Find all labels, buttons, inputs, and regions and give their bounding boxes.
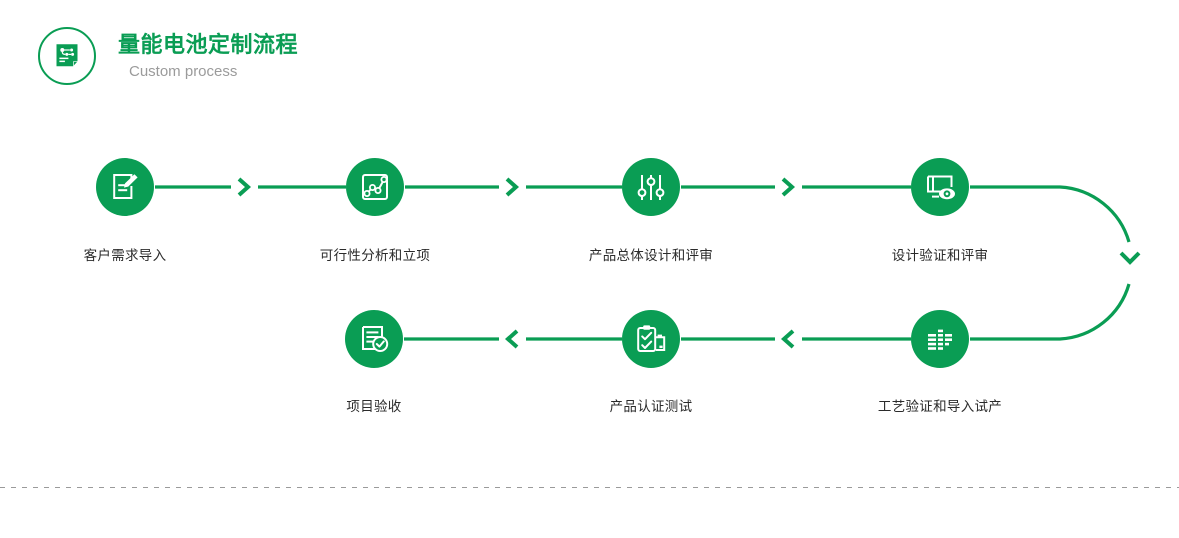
page-subtitle: Custom process: [129, 62, 238, 80]
chevron-right-icon: [781, 177, 796, 197]
chevron-right-icon: [505, 177, 520, 197]
footer-dashed-divider: [0, 487, 1179, 488]
line-chart-icon: [362, 174, 388, 200]
connector-5-6: [681, 329, 911, 349]
connector-1-2: [155, 177, 346, 197]
connector-2-3: [405, 177, 622, 197]
header-text-block: 量能电池定制流程 Custom process: [118, 32, 298, 80]
process-label-project-acceptance: 项目验收: [346, 399, 402, 414]
connector-3-4: [681, 177, 911, 197]
chevron-left-icon: [780, 329, 795, 349]
chevron-right-icon: [237, 177, 252, 197]
chevron-left-icon: [504, 329, 519, 349]
header-badge: [38, 27, 96, 85]
process-label-design-verification: 设计验证和评审: [891, 248, 989, 263]
document-pencil-icon: [113, 174, 138, 199]
section-header: 量能电池定制流程 Custom process: [38, 27, 298, 85]
connector-4-5: [970, 185, 1141, 341]
sliders-icon: [637, 175, 665, 200]
flow-document-icon: [56, 44, 78, 67]
clipboard-check-battery-icon: [637, 325, 666, 352]
process-node-certification-testing[interactable]: [622, 310, 680, 368]
process-node-product-design-review[interactable]: [622, 158, 680, 216]
chevron-down-icon: [1119, 251, 1141, 265]
equalizer-icon: [928, 329, 952, 350]
connector-6-7: [404, 329, 622, 349]
process-node-project-acceptance[interactable]: [345, 310, 403, 368]
process-node-process-verification[interactable]: [911, 310, 969, 368]
monitor-eye-icon: [927, 175, 955, 200]
process-label-process-verification: 工艺验证和导入试产: [877, 399, 1003, 414]
process-node-customer-requirements[interactable]: [96, 158, 154, 216]
process-label-customer-requirements: 客户需求导入: [83, 248, 167, 263]
process-node-design-verification[interactable]: [911, 158, 969, 216]
process-label-feasibility-analysis: 可行性分析和立项: [319, 248, 431, 263]
page-title: 量能电池定制流程: [118, 32, 299, 58]
process-label-product-design-review: 产品总体设计和评审: [588, 248, 714, 263]
document-check-icon: [362, 326, 389, 352]
process-node-feasibility-analysis[interactable]: [346, 158, 404, 216]
process-label-certification-testing: 产品认证测试: [609, 399, 693, 414]
